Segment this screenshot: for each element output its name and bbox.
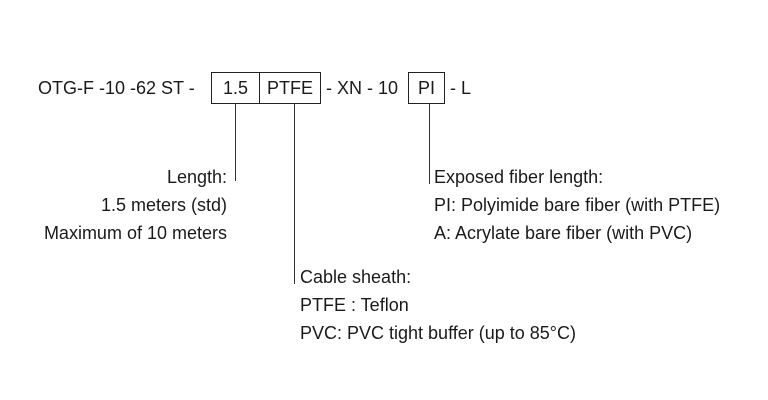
part-number-prefix: OTG-F -10 -62 ST - xyxy=(38,78,195,98)
length-code-box: 1.5 xyxy=(211,72,260,104)
sheath-leader-line xyxy=(294,104,295,284)
fiber-title: Exposed fiber length: xyxy=(434,167,604,187)
fiber-code-box: PI xyxy=(408,72,445,104)
length-title: Length: xyxy=(166,167,227,187)
sheath-line-2: PVC: PVC tight buffer (up to 85°C) xyxy=(300,323,576,343)
sheath-title: Cable sheath: xyxy=(300,267,412,287)
sheath-code-box: PTFE xyxy=(259,72,321,104)
sheath-description: Cable sheath: PTFE : Teflon PVC: PVC tig… xyxy=(300,263,576,347)
length-leader-line xyxy=(235,104,236,181)
length-line-1: 1.5 meters (std) xyxy=(100,195,227,215)
length-description: Length: 1.5 meters (std) Maximum of 10 m… xyxy=(44,163,227,247)
fiber-leader-line xyxy=(429,104,430,184)
fiber-line-2: A: Acrylate bare fiber (with PVC) xyxy=(434,223,693,243)
part-number-suffix: - L xyxy=(450,78,472,98)
part-number-middle: - XN - 10 xyxy=(326,78,399,98)
fiber-code: PI xyxy=(417,78,435,98)
fiber-description: Exposed fiber length: PI: Polyimide bare… xyxy=(434,163,720,247)
length-code: 1.5 xyxy=(222,78,249,98)
fiber-line-1: PI: Polyimide bare fiber (with PTFE) xyxy=(434,195,721,215)
sheath-line-1: PTFE : Teflon xyxy=(300,295,409,315)
sheath-code: PTFE xyxy=(266,78,313,98)
length-line-2: Maximum of 10 meters xyxy=(43,223,227,243)
